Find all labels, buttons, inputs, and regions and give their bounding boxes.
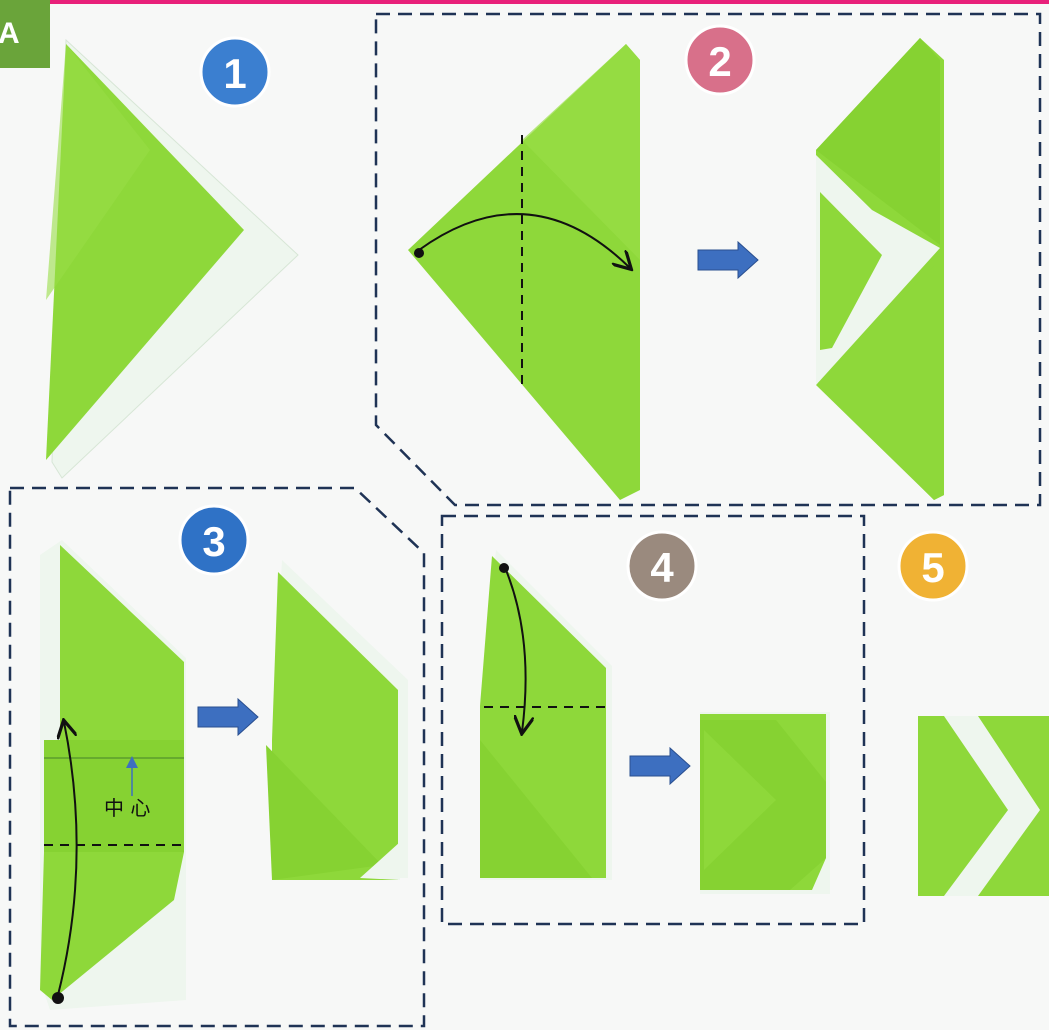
center-label: 中 心	[104, 796, 150, 820]
step-2-paper-before	[408, 44, 640, 500]
step-4-paper-after	[700, 712, 830, 894]
section-tag-label: A	[0, 0, 20, 68]
step-badge-5: 5	[899, 532, 967, 600]
step-number-5: 5	[921, 544, 944, 591]
step-number-2: 2	[708, 38, 731, 85]
step-3-paper-before	[40, 540, 186, 1010]
step-badge-4: 4	[628, 532, 696, 600]
step-2-paper-after	[816, 38, 944, 500]
step-number-3: 3	[202, 518, 225, 565]
step-number-4: 4	[650, 544, 674, 591]
step-3-paper-after	[266, 560, 408, 880]
step-4-next-arrow	[630, 748, 690, 784]
step-1-paper	[46, 40, 298, 478]
step-badge-1: 1	[201, 38, 269, 106]
step-2-next-arrow	[698, 242, 758, 278]
step-number-1: 1	[223, 50, 246, 97]
step-badge-3: 3	[180, 506, 248, 574]
step-4-paper-before	[480, 550, 612, 880]
step-3-next-arrow	[198, 699, 258, 735]
step-badge-2: 2	[686, 26, 754, 94]
section-tag: A	[0, 0, 50, 68]
step-5-paper	[918, 716, 1049, 896]
